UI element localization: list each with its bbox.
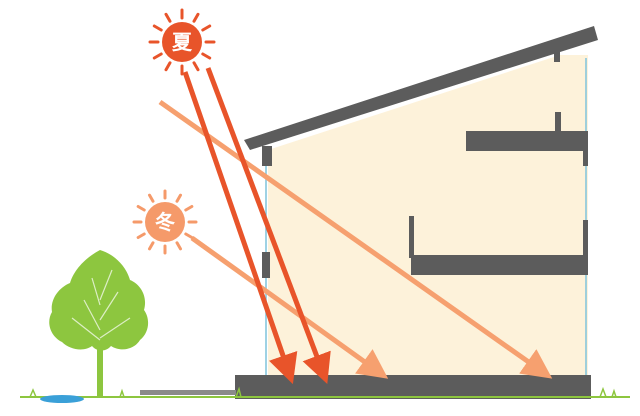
sun-ray-segment <box>136 205 146 212</box>
sun-ray-segment <box>152 52 163 60</box>
water-puddle <box>40 395 84 403</box>
summer-ray-2 <box>205 67 331 385</box>
summer-sun: 夏 <box>148 8 216 76</box>
tree-trunk <box>97 322 103 397</box>
sloped-roof <box>244 26 598 150</box>
middle-floor-slab <box>411 255 588 275</box>
upper-floor-slab <box>466 131 588 151</box>
ground-floor-slab <box>235 375 591 399</box>
terrace-slab <box>140 390 236 395</box>
sun-ray-segment <box>148 193 155 203</box>
upper-right-post <box>583 150 588 166</box>
sun-ray-segment <box>192 61 200 72</box>
upper-slab-post <box>555 112 561 132</box>
middle-right-post <box>583 220 588 256</box>
middle-slab-post <box>409 216 414 258</box>
sun-ray-segment <box>175 241 182 251</box>
winter-label: 冬 <box>155 210 175 234</box>
sun-ray-segment <box>184 205 194 212</box>
sun-ray-segment <box>192 12 200 23</box>
winter-sun: 冬 <box>132 189 198 255</box>
summer-ray-1 <box>182 71 298 385</box>
sun-ray-segment <box>148 241 155 251</box>
winter-ray-2 <box>190 235 389 379</box>
tree <box>49 250 149 397</box>
sun-ray-segment <box>152 24 163 32</box>
sun-ray-segment <box>164 61 172 72</box>
summer-label: 夏 <box>172 30 193 54</box>
tree-branches <box>71 269 131 341</box>
winter-sun-disc <box>145 202 185 242</box>
roof-eave-post <box>262 146 272 166</box>
winter-sun-rays <box>132 189 198 255</box>
sun-ray-segment <box>201 24 212 32</box>
sun-ray-segment <box>184 232 194 239</box>
summer-sun-disc <box>162 22 202 62</box>
left-window-frame <box>262 252 270 278</box>
sun-ray-segment <box>164 12 172 23</box>
right-roof-post <box>554 50 560 62</box>
winter-ray-1 <box>158 99 553 379</box>
sun-ray-segment <box>175 193 182 203</box>
grass-tufts <box>29 386 617 398</box>
sun-ray-segment <box>201 52 212 60</box>
summer-sun-rays <box>148 8 216 76</box>
sun-ray-segment <box>136 232 146 239</box>
